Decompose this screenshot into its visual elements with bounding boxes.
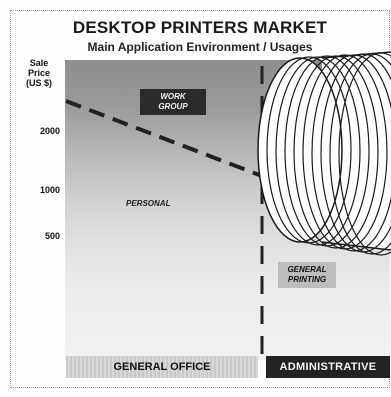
- y-tick-500: 500: [44, 231, 60, 241]
- y-axis-label-line3: (US $): [25, 78, 52, 88]
- general-office-box: GENERAL OFFICE: [66, 356, 258, 378]
- work-group-label-line1: WORK: [160, 92, 186, 101]
- administrative-box: ADMINISTRATIVE: [266, 356, 390, 378]
- page-subtitle: Main Application Environment / Usages: [87, 40, 313, 54]
- personal-label: PERSONAL: [126, 199, 171, 208]
- y-axis-label: Sale Price (US $): [14, 58, 64, 88]
- cone-shape: [257, 51, 391, 256]
- y-tick-1000: 1000: [39, 185, 60, 195]
- page-title: DESKTOP PRINTERS MARKET: [72, 18, 328, 37]
- y-axis-label-line1: Sale: [29, 58, 49, 68]
- y-axis-label-line2: Price: [27, 68, 51, 78]
- price-trend-dashed-line: [65, 99, 263, 178]
- general-printing-label-line2: PRINTING: [287, 275, 327, 284]
- work-group-label-line2: GROUP: [158, 102, 188, 111]
- work-group-box: WORK GROUP: [140, 89, 206, 115]
- general-printing-box: GENERAL PRINTING: [278, 262, 336, 288]
- general-printing-label-line1: GENERAL: [287, 265, 327, 274]
- y-tick-2000: 2000: [39, 126, 60, 136]
